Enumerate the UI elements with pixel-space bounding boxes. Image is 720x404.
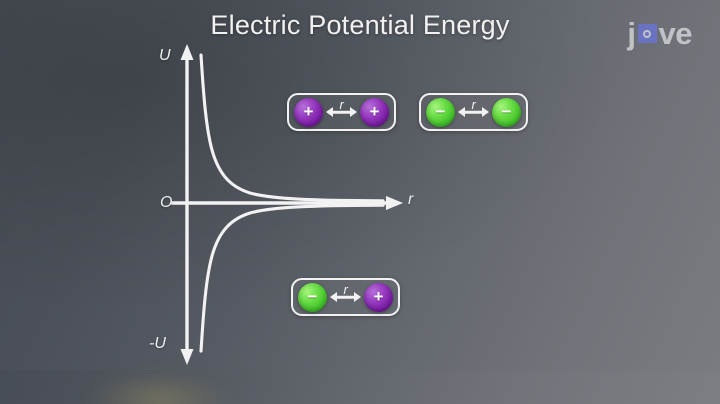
charge-negative-left: −: [426, 97, 455, 127]
arrow-right-head-icon: [354, 292, 361, 302]
jove-logo[interactable]: j ve: [627, 18, 692, 49]
logo-letter-j: j: [627, 16, 636, 51]
charge-sign: −: [501, 101, 512, 121]
charge-sign: +: [303, 101, 314, 121]
charge-sign: +: [369, 101, 380, 121]
distance-label: r: [339, 96, 344, 112]
arrow-shaft-icon: [463, 110, 484, 114]
charge-sign: −: [435, 101, 446, 121]
charge-positive-right: +: [360, 97, 389, 127]
charge-sign: −: [307, 286, 318, 306]
axis-label-u: U: [159, 47, 171, 64]
logo-letters-ve: ve: [658, 16, 693, 51]
page-title: Electric Potential Energy: [210, 10, 510, 40]
arrow-right-head-icon: [482, 107, 489, 117]
arrow-left-head-icon: [330, 292, 337, 302]
distance-label: r: [471, 96, 476, 112]
arrow-left-head-icon: [326, 107, 333, 117]
distance-arrow: r: [458, 96, 489, 127]
charge-pair-positive-positive: + r +: [287, 93, 396, 131]
axis-label-negative-u: -U: [149, 335, 166, 352]
background-bottom-band: [0, 370, 720, 404]
arrow-shaft-icon: [331, 110, 352, 114]
charge-negative-right: −: [492, 97, 521, 127]
axis-label-r: r: [408, 191, 414, 208]
distance-arrow: r: [326, 96, 357, 127]
arrow-right-head-icon: [350, 107, 357, 117]
logo-o-icon: [637, 24, 657, 43]
axis-label-origin: O: [160, 194, 173, 211]
arrow-left-head-icon: [458, 107, 465, 117]
charge-pair-negative-positive: − r +: [291, 278, 400, 316]
background-warm-glow: [90, 372, 230, 404]
charge-sign: +: [373, 286, 384, 306]
charge-pair-negative-negative: − r −: [419, 93, 528, 131]
charge-positive-left: +: [294, 97, 323, 127]
arrow-shaft-icon: [335, 295, 356, 299]
distance-label: r: [343, 281, 348, 297]
distance-arrow: r: [330, 281, 361, 312]
charge-positive-right: +: [364, 282, 393, 312]
charge-negative-left: −: [298, 282, 327, 312]
